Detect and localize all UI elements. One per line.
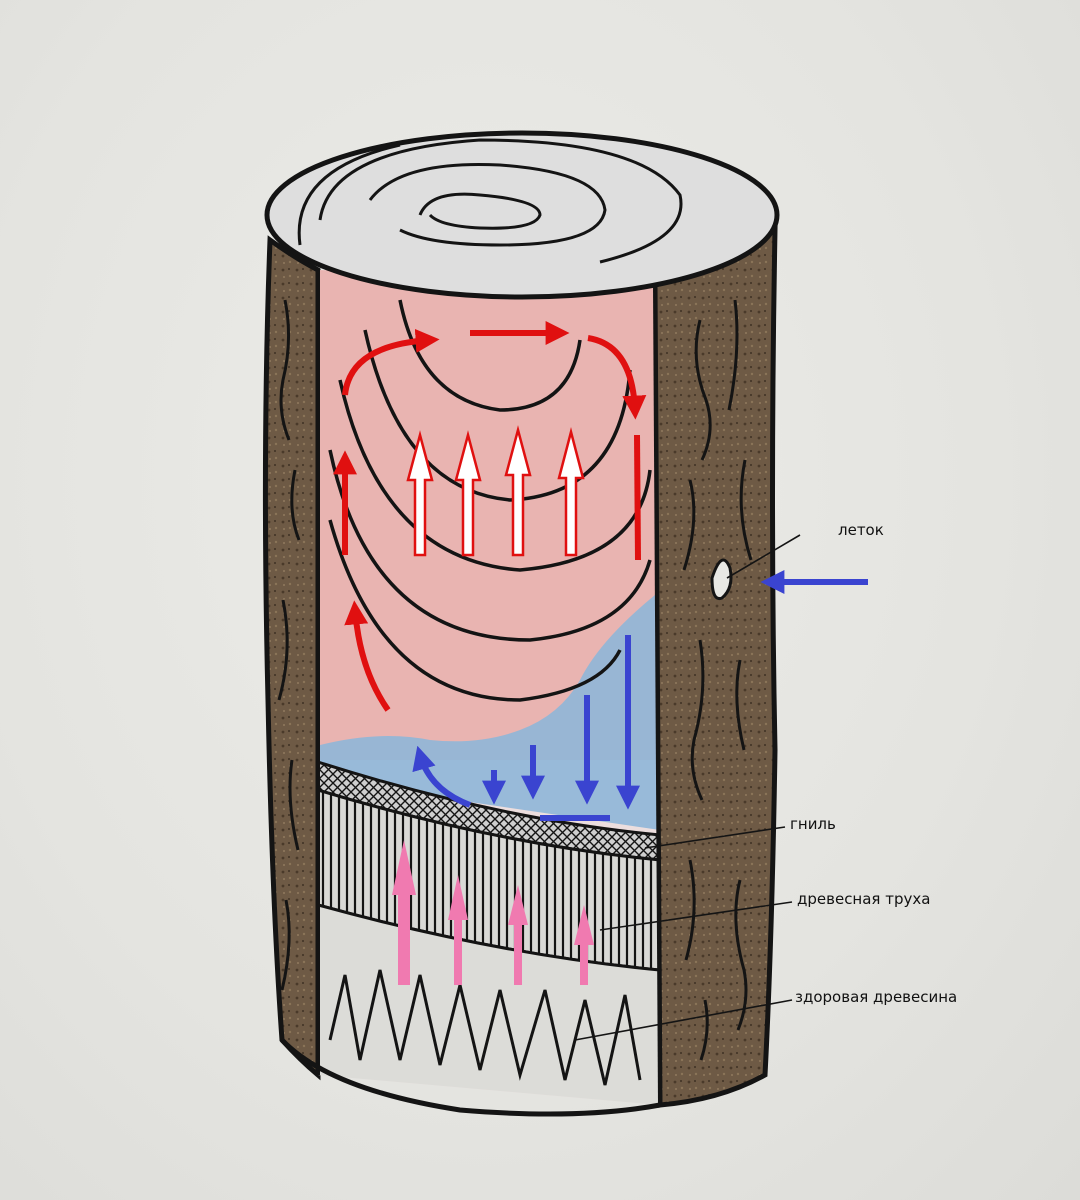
arrow-up-icon bbox=[448, 875, 468, 985]
arrow-up-icon bbox=[504, 425, 532, 557]
label-entrance: леток bbox=[838, 521, 884, 539]
arrow-up-icon bbox=[454, 430, 482, 557]
arrow-down-icon bbox=[587, 335, 647, 420]
leader-lines bbox=[574, 534, 801, 1041]
label-rot: гниль bbox=[790, 815, 836, 833]
top-face-rings bbox=[297, 138, 683, 264]
rising-vapor-arrows bbox=[392, 840, 594, 985]
leader-entrance bbox=[726, 534, 801, 579]
warm-rising-arrows bbox=[406, 425, 585, 557]
cold-air-zone bbox=[320, 595, 660, 830]
arrow-up-icon bbox=[574, 905, 594, 985]
left-bark bbox=[262, 235, 321, 1081]
label-wood-dust: древесная труха bbox=[797, 890, 931, 908]
entrance-hole bbox=[710, 558, 733, 601]
warm-air-circulation bbox=[333, 321, 647, 712]
label-healthy-wood: здоровая древесина bbox=[795, 988, 958, 1006]
arrow-up-icon bbox=[557, 427, 585, 557]
arrow-up-icon bbox=[392, 840, 416, 985]
bark-cracks bbox=[277, 299, 753, 1061]
arrow-up-icon bbox=[412, 745, 472, 808]
arrow-up-icon bbox=[406, 430, 434, 557]
cold-air-circulation bbox=[412, 570, 868, 821]
right-bark bbox=[652, 225, 778, 1108]
arrow-down-icon bbox=[634, 434, 641, 561]
log-interior bbox=[318, 270, 660, 1105]
arrow-up-icon bbox=[508, 885, 528, 985]
leader-wood-dust bbox=[599, 901, 793, 931]
leader-rot bbox=[644, 826, 786, 849]
arrow-up-icon bbox=[342, 328, 440, 396]
arrow-up-icon bbox=[344, 600, 391, 712]
leader-healthy-wood bbox=[574, 999, 793, 1041]
log-top-face bbox=[264, 130, 780, 300]
